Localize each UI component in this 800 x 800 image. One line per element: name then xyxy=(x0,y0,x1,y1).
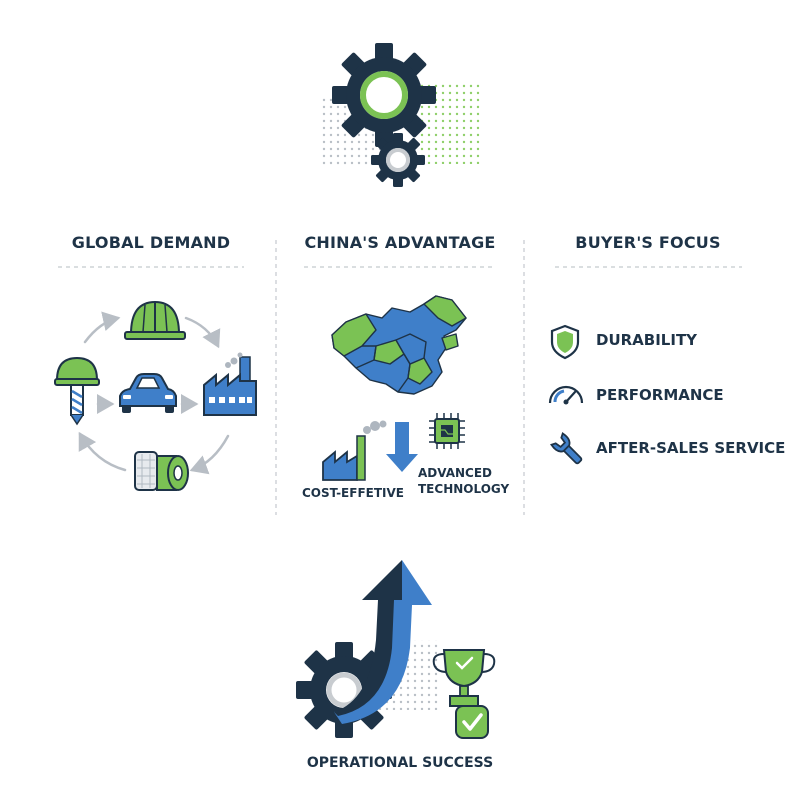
trophy-icon xyxy=(432,649,496,707)
global-demand-title: GLOBAL DEMAND xyxy=(71,233,231,252)
gauge-icon xyxy=(548,385,584,405)
advanced-technology-label-line2: TECHNOLOGY xyxy=(418,482,510,496)
demand-cycle-arrows xyxy=(78,311,230,475)
up-arrow-icon xyxy=(334,560,432,724)
operational-success-graphic xyxy=(296,560,496,739)
durability-label: DURABILITY xyxy=(596,331,698,349)
advanced-technology-label-line1: ADVANCED xyxy=(418,466,493,480)
after-sales-service-label: AFTER-SALES SERVICE xyxy=(596,439,786,457)
down-arrow-icon xyxy=(386,422,418,472)
column-dividers xyxy=(58,240,742,515)
hard-hat-icon xyxy=(124,300,186,340)
car-icon xyxy=(119,373,177,413)
china-advantage-title: CHINA'S ADVANTAGE xyxy=(304,233,496,252)
microchip-icon xyxy=(429,413,465,449)
top-gears-graphic xyxy=(320,43,482,187)
factory-icon xyxy=(322,420,387,481)
cost-effective-label: COST-EFFETIVE xyxy=(302,486,404,500)
shield-icon xyxy=(550,324,580,360)
china-map-icon xyxy=(331,295,467,395)
wrench-icon xyxy=(550,432,583,465)
performance-label: PERFORMANCE xyxy=(596,386,724,404)
factory-icon xyxy=(203,352,257,416)
film-roll-icon xyxy=(134,451,189,491)
large-gear-icon xyxy=(332,43,436,147)
small-gear-icon xyxy=(371,133,425,187)
drill-bit-icon xyxy=(54,356,100,426)
operational-success-title: OPERATIONAL SUCCESS xyxy=(306,755,494,771)
buyers-focus-title: BUYER'S FOCUS xyxy=(575,233,721,252)
checkmark-icon xyxy=(455,705,489,739)
